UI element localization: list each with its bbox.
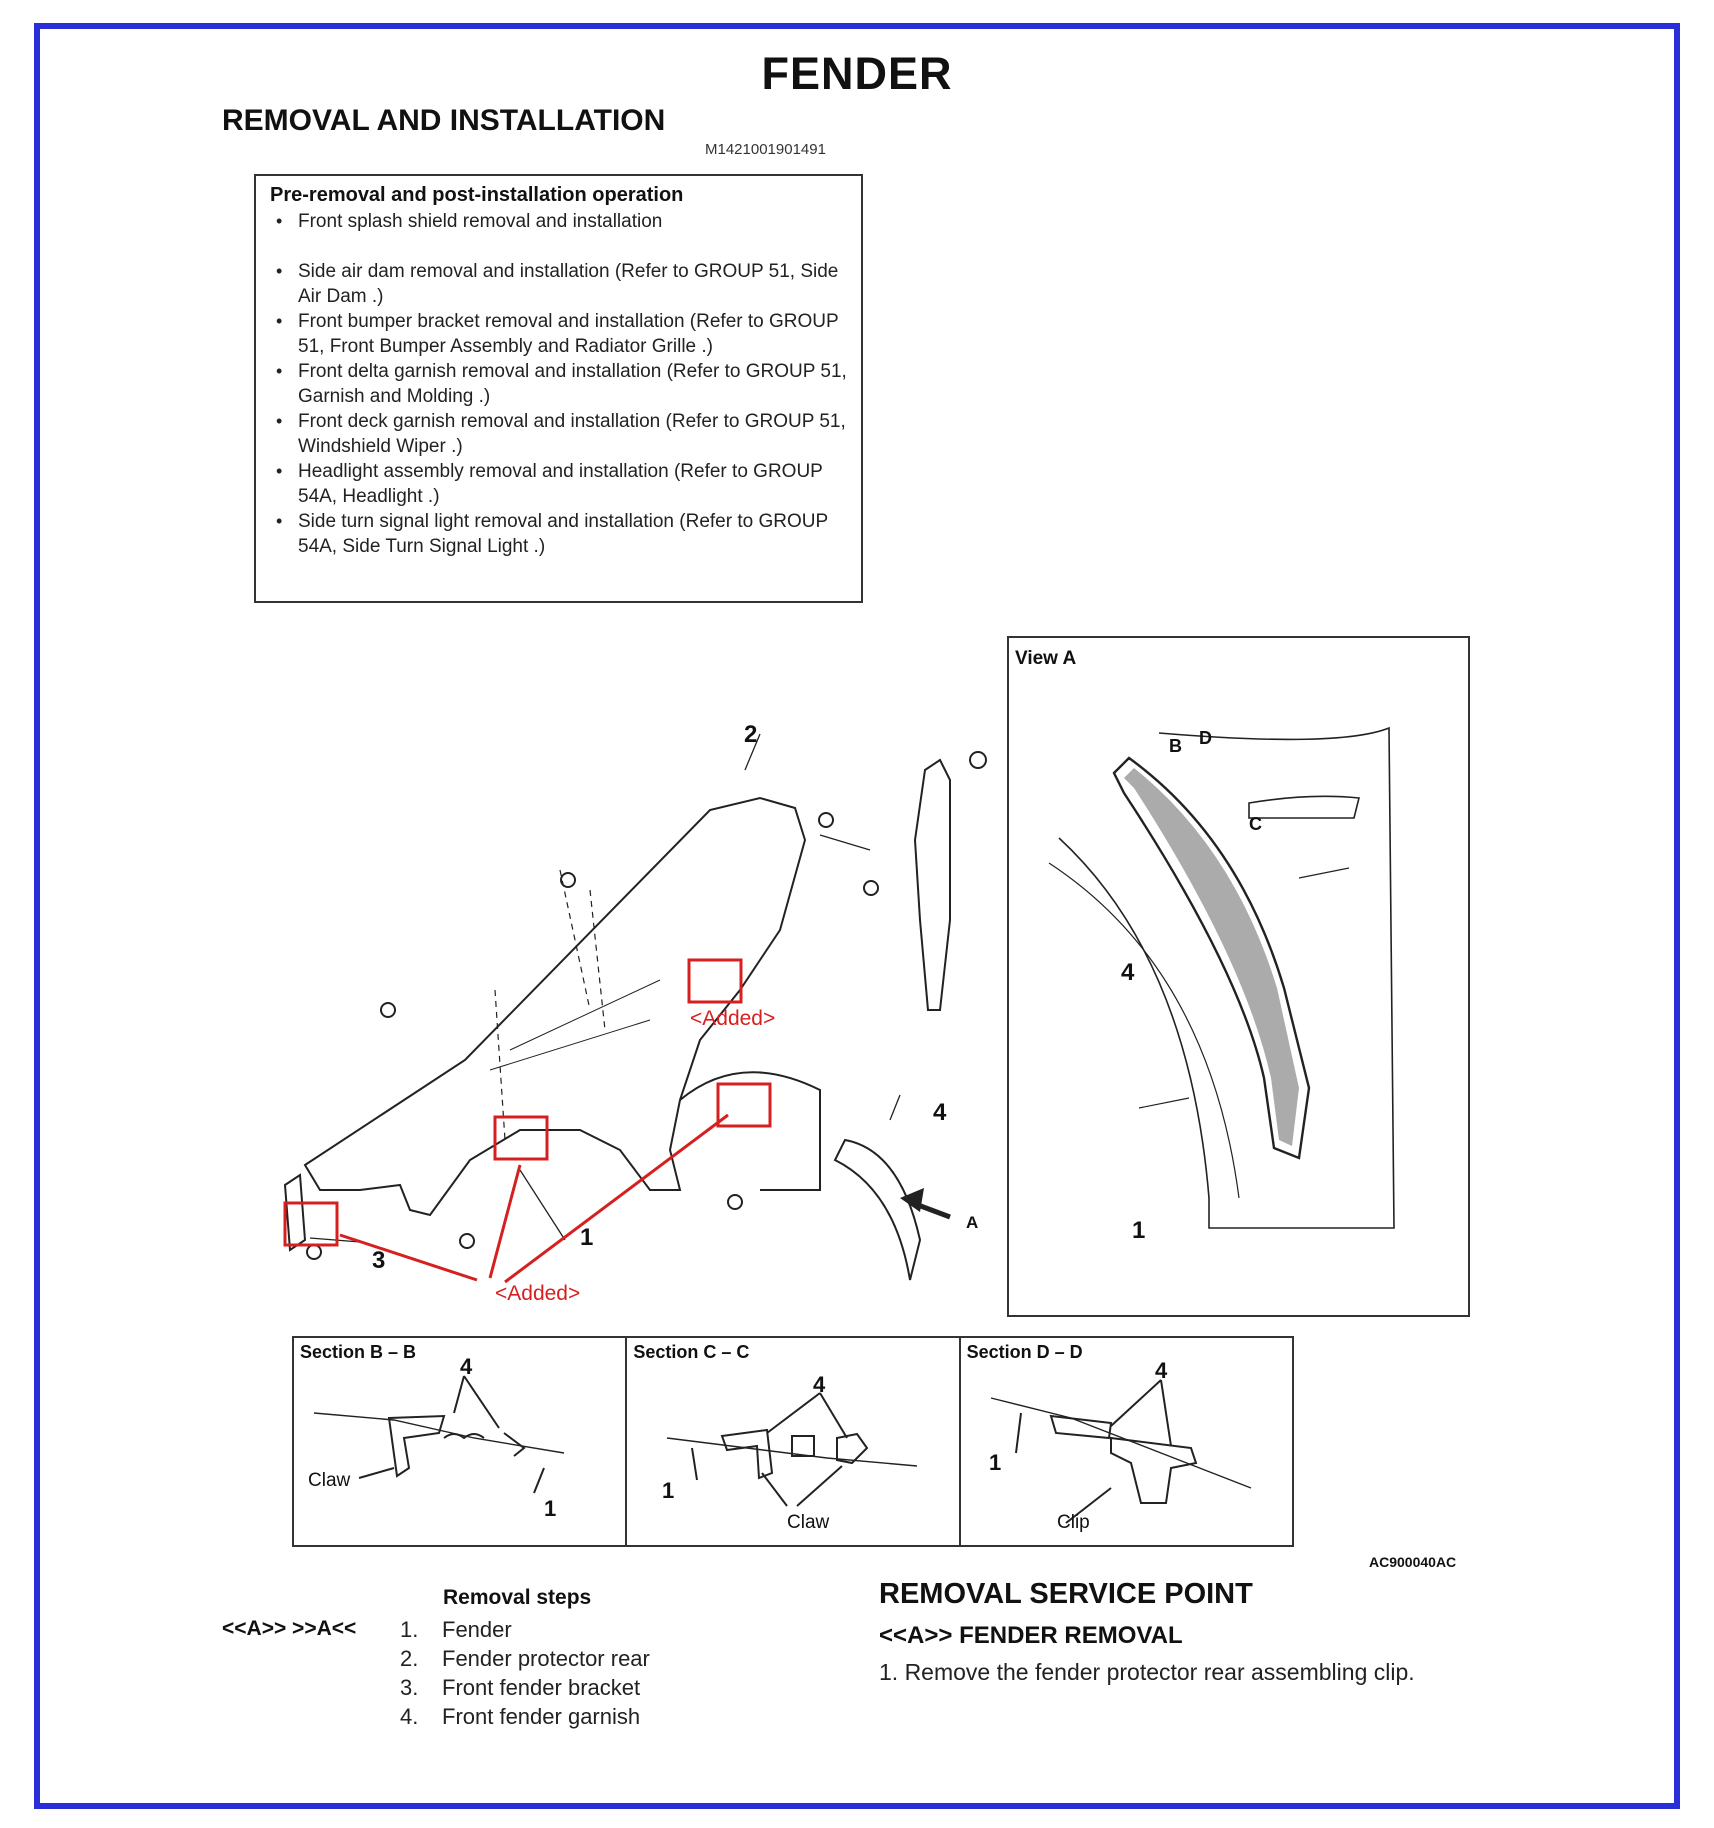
section-base-label: 1: [989, 1450, 1001, 1475]
list-item: Front deck garnish removal and installat…: [270, 409, 851, 459]
view-a-panel: View A B D C 4 1: [1007, 636, 1470, 1317]
removal-step: 4.Front fender garnish: [400, 1704, 641, 1729]
service-point-step: 1. Remove the fender protector rear asse…: [879, 1659, 1415, 1685]
added-highlights: [283, 958, 772, 1284]
removal-steps-title: Removal steps: [443, 1586, 592, 1609]
view-a-label-c: C: [1249, 814, 1262, 834]
figure-code: AC900040AC: [1369, 1554, 1457, 1570]
fender-exploded-diagram: <Added> <Added> 1 2 3 4 A: [283, 721, 987, 1305]
section-note: Claw: [308, 1470, 351, 1491]
section-c-c: Section C – C 4 1 Claw: [627, 1338, 961, 1545]
section-base-label: 1: [662, 1478, 674, 1503]
page-frame: [34, 23, 1680, 1809]
view-a-diagram: View A B D C 4 1: [1015, 648, 1395, 1244]
callout-4: 4: [933, 1099, 947, 1126]
section-part-label: 4: [460, 1354, 473, 1379]
section-part-label: 4: [813, 1372, 826, 1397]
added-label-top: <Added>: [690, 1007, 775, 1030]
section-title: Section B – B: [300, 1342, 417, 1362]
callout-a: A: [966, 1213, 978, 1232]
service-point-subtitle: <<A>> FENDER REMOVAL: [879, 1622, 1183, 1649]
removal-step: 3.Front fender bracket: [400, 1675, 641, 1700]
list-item: Front delta garnish removal and installa…: [270, 359, 851, 409]
view-a-title: View A: [1015, 648, 1077, 669]
pre-removal-box: Pre-removal and post-installation operat…: [254, 174, 863, 603]
section-part-label: 4: [1155, 1358, 1168, 1383]
list-item: Side air dam removal and installation (R…: [270, 259, 851, 309]
section-b-b: Section B – B 4 Claw 1: [294, 1338, 628, 1545]
list-item: Side turn signal light removal and insta…: [270, 509, 851, 559]
section-base-label: 1: [544, 1496, 556, 1521]
removal-step: 1.Fender: [400, 1617, 512, 1642]
added-label-bottom: <Added>: [495, 1282, 580, 1305]
list-item: Front bumper bracket removal and install…: [270, 309, 851, 359]
section-title: Section C – C: [633, 1342, 750, 1362]
removal-step: 2.Fender protector rear: [400, 1646, 650, 1671]
view-a-label-b: B: [1169, 736, 1182, 756]
section-d-d: Section D – D 4 1 Clip: [961, 1338, 1292, 1545]
section-note: Clip: [1057, 1512, 1090, 1533]
service-point-title: REMOVAL SERVICE POINT: [879, 1578, 1253, 1610]
section-title: Section D – D: [966, 1342, 1083, 1362]
fender-outline: [303, 796, 807, 1217]
callout-3: 3: [372, 1247, 385, 1274]
page-title: FENDER: [761, 48, 953, 99]
section-heading: REMOVAL AND INSTALLATION: [222, 104, 666, 137]
section-note: Claw: [787, 1512, 830, 1533]
pre-removal-list: Front splash shield removal and installa…: [270, 209, 851, 559]
view-a-label-d: D: [1199, 728, 1212, 748]
view-a-label-1: 1: [1132, 1217, 1145, 1244]
removal-steps-refs: <<A>> >>A<<: [222, 1617, 357, 1640]
callout-1: 1: [580, 1224, 593, 1251]
pre-removal-heading: Pre-removal and post-installation operat…: [270, 184, 684, 206]
list-item: Front splash shield removal and installa…: [270, 209, 851, 234]
section-views: Section B – B 4 Claw 1 Section C – C 4: [292, 1336, 1294, 1547]
document-id: M1421001901491: [705, 141, 826, 158]
view-a-label-4: 4: [1121, 959, 1135, 986]
callout-2: 2: [744, 721, 757, 748]
list-item: Headlight assembly removal and installat…: [270, 459, 851, 509]
